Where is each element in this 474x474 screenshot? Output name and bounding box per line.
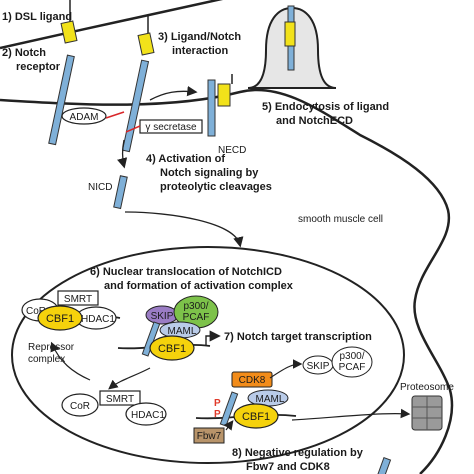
cell-membrane (0, 88, 454, 474)
return-to-repressor-arrow (108, 367, 151, 390)
smrt-box-lower (99, 390, 141, 406)
cbf1-activation (149, 335, 195, 361)
maml-label-lower: MAML (256, 394, 285, 405)
step1-label: 1) DSL ligand (2, 11, 72, 23)
repressor-label-a: Repressor (28, 342, 75, 353)
translocation-arrow (124, 211, 244, 248)
hdac1-label: HDAC1 (81, 314, 115, 325)
repressor-complex-arrow (50, 341, 91, 381)
degradation-arrow (291, 408, 411, 421)
cor-label: CoR (26, 306, 46, 317)
notch-receptor (48, 54, 75, 146)
p300-released-label: p300/ (339, 351, 364, 362)
nucleus (11, 246, 405, 464)
step2-label-a: 2) Notch (2, 47, 46, 59)
proteosome-label: Proteosome (400, 382, 454, 393)
step6-label-b: and formation of activation complex (104, 280, 294, 292)
adam-label: ADAM (70, 112, 99, 123)
cbf1-negative (233, 403, 279, 429)
pcaf-label: PCAF (183, 312, 210, 323)
phospho-label-2: P (214, 409, 221, 420)
coactivator-release-arrow (269, 359, 303, 379)
presenting-cell-membrane (0, 0, 223, 50)
step7-label: 7) Notch target transcription (224, 331, 372, 343)
nicd-in-complex (141, 321, 161, 357)
step3-label-b: interaction (172, 45, 229, 57)
fbw7-box (193, 427, 225, 444)
activation-arrow (117, 139, 128, 169)
smrt-label: SMRT (64, 294, 92, 305)
step4-label-a: 4) Activation of (146, 153, 225, 165)
maml-label: MAML (168, 326, 197, 337)
skip-label: SKIP (151, 311, 174, 322)
cbf1-label-negative: CBF1 (242, 411, 270, 423)
endocytosis-arrow (149, 85, 198, 101)
smooth-muscle-cell-label: smooth muscle cell (298, 214, 383, 225)
step4-label-b: Notch signaling by (160, 167, 259, 179)
notch-receptor-bound (121, 59, 150, 153)
step2-label-b: receptor (16, 61, 61, 73)
nicd-phosphorylated (219, 391, 239, 427)
step6-label-a: 6) Nuclear translocation of NotchICD (90, 266, 282, 278)
step3-label-a: 3) Ligand/Notch (158, 31, 241, 43)
cbf1-label-repressor: CBF1 (46, 313, 74, 325)
proteosome (411, 395, 443, 431)
vesicle-ligand (284, 21, 296, 47)
nicd-degraded (375, 456, 392, 474)
step8-label-b: Fbw7 and CDK8 (246, 461, 330, 473)
cor-protein-lower (61, 393, 99, 417)
necd-label: NECD (218, 145, 246, 156)
step5-label-a: 5) Endocytosis of ligand (262, 101, 389, 113)
transcription-arrow (205, 330, 221, 346)
smrt-label-lower: SMRT (106, 394, 134, 405)
gamma-secretase-label: γ secretase (145, 122, 197, 133)
adam-enzyme (61, 107, 107, 125)
nicd-fragment (113, 175, 128, 210)
cdk8-label: CDK8 (239, 375, 266, 386)
ligand-interaction (137, 32, 155, 56)
fbw7-label: Fbw7 (197, 431, 222, 442)
step5-label-b: and NotchECD (276, 115, 353, 127)
ligand-endocytosis (217, 83, 231, 107)
cor-label-lower: CoR (70, 401, 90, 412)
step4-label-c: proteolytic cleavages (160, 181, 272, 193)
necd-fragment (207, 79, 216, 137)
hdac1-protein-lower (125, 402, 167, 426)
p300-label: p300/ (183, 301, 208, 312)
cbf1-repressor (37, 305, 83, 331)
repressor-label-b: complex (28, 354, 65, 365)
p300-released (331, 346, 373, 378)
cbf1-label-activation: CBF1 (158, 343, 186, 355)
dsl-ligand (60, 20, 78, 44)
step8-label-a: 8) Negative regulation by (232, 447, 364, 459)
pcaf-released-label: PCAF (339, 362, 366, 373)
fbw7-arrow (223, 420, 234, 431)
smrt-box (57, 290, 99, 306)
phospho-label-1: P (214, 398, 221, 409)
cdk8-box (231, 371, 273, 388)
skip-released-label: SKIP (307, 361, 330, 372)
cleavage-arrow-1 (105, 111, 125, 119)
hdac1-label-lower: HDAC1 (131, 410, 165, 421)
cleavage-arrow-2 (125, 125, 141, 133)
nicd-label: NICD (88, 182, 112, 193)
